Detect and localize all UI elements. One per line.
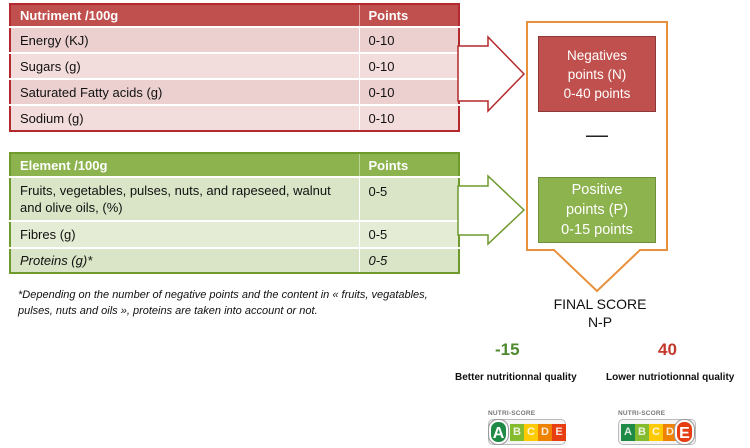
negatives-box-line1: Negatives (566, 47, 628, 63)
points-cell: 0-5 (358, 247, 459, 273)
nutriscore-letter-b: B (635, 424, 649, 441)
table-row: Sugars (g) 0-10 (10, 52, 459, 79)
points-cell: 0-10 (358, 52, 459, 79)
nutriscore-title: NUTRI-SCORE (488, 410, 536, 417)
nutriscore-letter-e: E (675, 420, 694, 444)
nutriment-cell: Sugars (g) (10, 52, 359, 79)
nutriscore-letter-b: B (510, 424, 524, 441)
element-cell: Proteins (g)* (10, 247, 359, 273)
points-cell: 0-5 (358, 220, 459, 248)
positives-box-line1: Positive (571, 182, 623, 198)
nutriscore-title: NUTRI-SCORE (618, 410, 666, 417)
nutriscore-letter-a: A (489, 420, 508, 444)
proteins-footnote: *Depending on the number of negative poi… (18, 289, 428, 317)
points-cell: 0-10 (358, 104, 459, 131)
element-cell: Fibres (g) (10, 220, 359, 248)
score-good-value: -15 (495, 340, 520, 359)
positives-box-line3: 0-15 points (561, 222, 633, 238)
nutriscore-letter-d: D (663, 424, 677, 441)
points-cell: 0-10 (358, 26, 459, 53)
nutriment-cell: Energy (KJ) (10, 26, 359, 53)
table-row: Sodium (g) 0-10 (10, 104, 459, 131)
minus-sign: — (586, 122, 608, 147)
nutriscore-letter-c: C (524, 424, 538, 441)
positive-points-box: Positive points (P) 0-15 points (538, 177, 656, 243)
negatives-header-nutriment: Nutriment /100g (10, 4, 359, 27)
nutriment-cell: Saturated Fatty acids (g) (10, 78, 359, 105)
table-row: Fruits, vegetables, pulses, nuts, and ra… (10, 176, 459, 221)
final-score-title: FINAL SCORE (553, 296, 647, 312)
negatives-box-line2: points (N) (567, 66, 627, 82)
nutriscore-letter-a: A (621, 424, 635, 441)
table-row: Energy (KJ) 0-10 (10, 26, 459, 53)
nutriscore-letter-e: E (552, 424, 566, 441)
table-row: Proteins (g)* 0-5 (10, 247, 459, 273)
negatives-box-line3: 0-40 points (563, 85, 631, 101)
positives-header-row: Element /100g Points (10, 153, 459, 177)
final-score-label: FINAL SCORE N-P (540, 295, 660, 331)
table-row: Fibres (g) 0-5 (10, 220, 459, 248)
negatives-header-points: Points (358, 4, 459, 27)
positives-header-element: Element /100g (10, 153, 359, 177)
positives-header-points: Points (358, 153, 459, 177)
quality-bad-label: Lower nutriotionnal quality (606, 372, 735, 383)
nutriscore-letter-c: C (649, 424, 663, 441)
final-score-formula: N-P (587, 314, 613, 330)
positives-table: Element /100g Points Fruits, vegetables,… (9, 152, 460, 274)
points-cell: 0-5 (358, 176, 459, 221)
positives-box-line2: points (P) (565, 202, 629, 218)
table-row: Saturated Fatty acids (g) 0-10 (10, 78, 459, 105)
negatives-arrow (457, 35, 526, 113)
element-cell: Fruits, vegetables, pulses, nuts, and ra… (10, 176, 359, 221)
quality-good-label: Better nutritionnal quality (455, 372, 577, 383)
nutriment-cell: Sodium (g) (10, 104, 359, 131)
score-bad-value: 40 (658, 340, 677, 359)
nutriscore-letter-d: D (538, 424, 552, 441)
negatives-header-row: Nutriment /100g Points (10, 4, 459, 27)
positives-arrow (457, 174, 526, 246)
negatives-points-box: Negatives points (N) 0-40 points (538, 36, 656, 112)
negatives-table: Nutriment /100g Points Energy (KJ) 0-10 … (9, 3, 460, 132)
points-cell: 0-10 (358, 78, 459, 105)
